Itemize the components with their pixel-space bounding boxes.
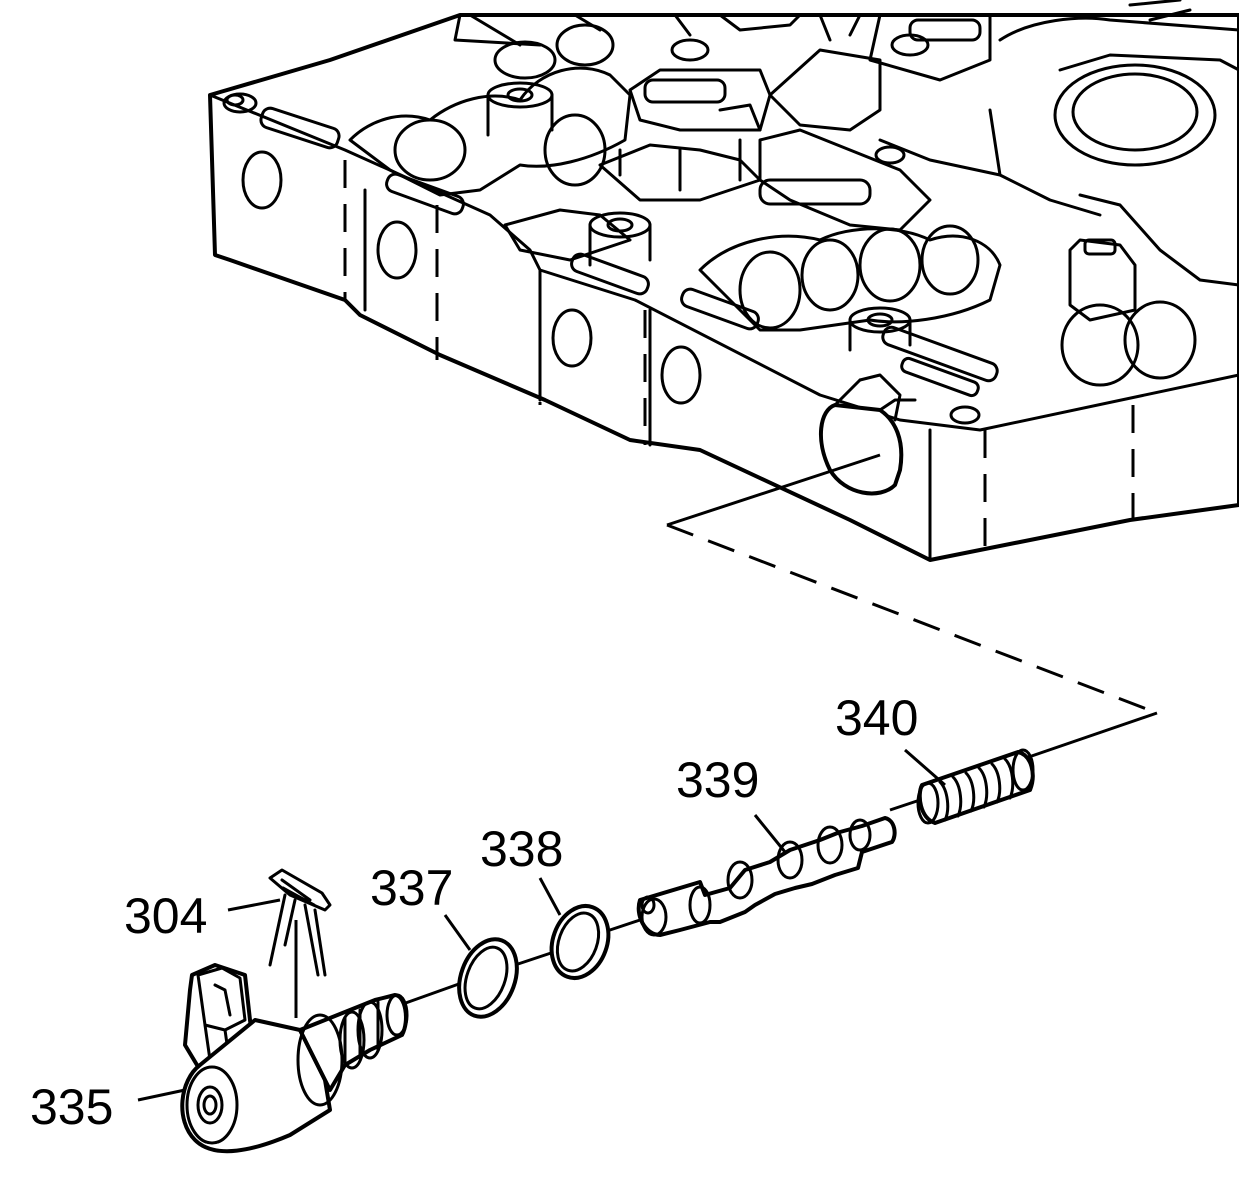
callout-338: 338 (480, 821, 563, 877)
solenoid-335 (180, 963, 409, 1154)
callout-337: 337 (370, 860, 453, 916)
callout-339: 339 (676, 752, 759, 808)
spring-340 (916, 748, 1035, 825)
valve-body-channels (453, 0, 1239, 322)
valve-spools-row2 (588, 211, 1197, 387)
clip-304 (268, 868, 332, 1018)
callout-leaders (137, 748, 946, 1102)
leader-335 (137, 1088, 186, 1102)
ring-337 (457, 937, 519, 1019)
leader-338 (538, 877, 562, 916)
valve-spools-row1 (348, 23, 632, 197)
callout-304: 304 (124, 888, 207, 944)
valve-339 (636, 816, 897, 937)
callout-340: 340 (835, 690, 918, 746)
leader-340 (904, 748, 946, 787)
leader-339 (753, 814, 787, 853)
callout-335: 335 (30, 1079, 113, 1135)
valve-body (208, 0, 1239, 562)
leader-337 (443, 914, 472, 951)
ring-338 (549, 904, 611, 980)
valve-bore-port (818, 403, 904, 496)
leader-304 (227, 898, 281, 912)
